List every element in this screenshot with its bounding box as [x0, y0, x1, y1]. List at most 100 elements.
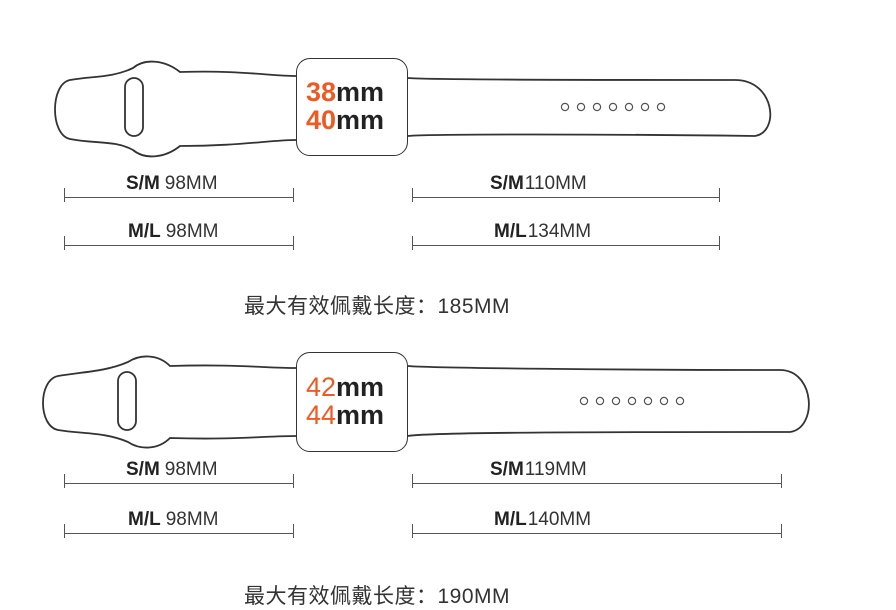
measure-tick [781, 524, 782, 538]
measure-tick [412, 188, 413, 202]
max-wear-length-label: 最大有效佩戴长度： [244, 585, 438, 608]
measure-size: S/M [490, 173, 524, 194]
long-side-sm-measure: S/M119MM [412, 459, 782, 488]
strap-hole [560, 102, 570, 112]
measure-length: 98MM [165, 221, 219, 242]
max-wear-length-label: 最大有效佩戴长度： [244, 295, 438, 318]
case-size-line: 44mm [306, 400, 407, 430]
case-size-unit: mm [336, 77, 385, 108]
measure-tick [64, 236, 65, 250]
strap-hole [627, 396, 637, 406]
measure-size: M/L [494, 509, 527, 530]
measure-tick [64, 474, 65, 488]
strap-hole [595, 396, 605, 406]
measure-line [412, 533, 782, 534]
measure-line [412, 483, 782, 484]
measure-length: 119MM [524, 459, 587, 480]
strap-holes [579, 396, 685, 406]
measure-length: 134MM [527, 221, 592, 242]
measure-label: S/M119MM [490, 459, 587, 481]
measure-line [64, 245, 294, 246]
max-wear-length-value: 185MM [437, 295, 511, 318]
strap-hole [624, 102, 634, 112]
strap-hole [576, 102, 586, 112]
measure-size: S/M [126, 459, 160, 480]
measure-length: 98MM [164, 173, 218, 194]
measure-tick [293, 474, 294, 488]
band-outline-large [42, 355, 810, 449]
case-size-number: 44 [306, 400, 337, 430]
measure-tick [412, 236, 413, 250]
strap-hole [675, 396, 685, 406]
band-outline-small [54, 60, 772, 158]
strap-hole [579, 396, 589, 406]
measure-tick [64, 188, 65, 202]
max-wear-length: 最大有效佩戴长度：185MM [244, 290, 510, 320]
strap-pin-slot [124, 77, 144, 137]
long-side-sm-measure: S/M110MM [412, 173, 720, 202]
case-size-unit: mm [336, 400, 385, 430]
strap-holes [560, 102, 666, 112]
strap-hole [592, 102, 602, 112]
measure-length: 98MM [164, 459, 218, 480]
case-size-number: 40 [306, 105, 337, 135]
long-strap-shape [407, 77, 772, 137]
measure-line [412, 197, 720, 198]
watch-case-box: 42mm 44mm [296, 352, 408, 452]
long-strap-shape [407, 365, 810, 437]
strap-pin-slot [117, 371, 137, 431]
case-size-line: 38mm [306, 79, 407, 107]
max-wear-length: 最大有效佩戴长度：190MM [244, 580, 510, 610]
measure-tick [412, 524, 413, 538]
case-size-number: 42 [306, 372, 337, 403]
case-size-number: 38 [306, 77, 337, 108]
strap-hole [643, 396, 653, 406]
measure-length: 98MM [165, 509, 219, 530]
measure-label: M/L134MM [494, 221, 591, 243]
measure-tick [293, 236, 294, 250]
watch-case-box: 38mm 40mm [296, 58, 408, 156]
short-strap-shape [42, 355, 297, 449]
measure-tick [412, 474, 413, 488]
strap-hole [659, 396, 669, 406]
measure-tick [64, 524, 65, 538]
measure-label: S/M110MM [490, 173, 587, 195]
measure-label: M/L140MM [494, 509, 591, 531]
case-size-unit: mm [336, 372, 385, 403]
measure-length: 110MM [524, 173, 587, 194]
measure-size: S/M [126, 173, 160, 194]
measure-tick [781, 474, 782, 488]
strap-hole [656, 102, 666, 112]
measure-line [64, 533, 294, 534]
case-size-unit: mm [336, 105, 385, 135]
measure-length: 140MM [527, 509, 592, 530]
measure-size: S/M [490, 459, 524, 480]
max-wear-length-value: 190MM [437, 585, 511, 608]
measure-line [64, 483, 294, 484]
measure-tick [293, 524, 294, 538]
long-side-ml-measure: M/L134MM [412, 221, 720, 250]
measure-size: M/L [128, 509, 161, 530]
strap-hole [608, 102, 618, 112]
strap-hole [640, 102, 650, 112]
measure-size: M/L [494, 221, 527, 242]
case-size-line: 42mm [306, 374, 407, 402]
long-side-ml-measure: M/L140MM [412, 509, 782, 538]
short-strap-shape [54, 60, 297, 158]
measure-tick [293, 188, 294, 202]
strap-hole [611, 396, 621, 406]
measure-tick [719, 236, 720, 250]
measure-tick [719, 188, 720, 202]
case-size-line: 40mm [306, 105, 407, 135]
measure-line [64, 197, 294, 198]
